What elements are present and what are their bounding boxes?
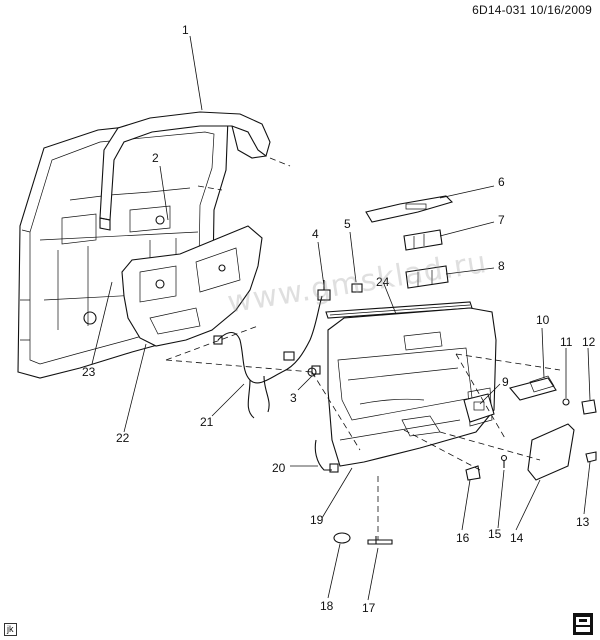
clip-13 (585, 451, 597, 463)
leader-lines (91, 35, 591, 601)
callout-19: 19 (310, 513, 324, 527)
callout-16: 16 (456, 531, 470, 545)
diagram-header: 6D14-031 10/16/2009 (472, 3, 592, 17)
grommet-16 (465, 465, 481, 481)
door-trim-panel (327, 307, 497, 467)
callout-10: 10 (536, 313, 550, 327)
wiring-harness (213, 295, 323, 419)
callout-15: 15 (488, 527, 502, 541)
nut-5 (351, 283, 363, 293)
diagram-date: 10/16/2009 (529, 3, 592, 17)
callout-numbers: 1 2 3 4 5 6 7 8 9 10 11 12 13 14 15 16 1… (82, 23, 596, 615)
callout-3: 3 (290, 391, 297, 405)
callout-12: 12 (582, 335, 596, 349)
callout-7: 7 (498, 213, 505, 227)
callout-18: 18 (320, 599, 334, 613)
door-wire-short (314, 439, 339, 473)
gm-logo-icon (573, 613, 593, 635)
bracket-17 (367, 536, 393, 545)
switch-bezel (365, 195, 454, 223)
retainer-15 (500, 454, 508, 468)
callout-4: 4 (312, 227, 319, 241)
door-frame (17, 117, 229, 379)
window-switch (403, 229, 443, 251)
corner-tag: jk (4, 623, 17, 636)
inside-handle (509, 375, 557, 401)
callout-8: 8 (498, 259, 505, 273)
lock-switch (405, 265, 449, 289)
callout-21: 21 (200, 415, 214, 429)
callout-5: 5 (344, 217, 351, 231)
alignment-lines (165, 157, 561, 540)
callout-24: 24 (376, 275, 390, 289)
callout-11: 11 (560, 335, 573, 349)
callout-13: 13 (576, 515, 590, 529)
callout-17: 17 (362, 601, 376, 615)
cap-12 (581, 399, 597, 415)
callout-22: 22 (116, 431, 130, 445)
callout-20: 20 (272, 461, 286, 475)
callout-9: 9 (502, 375, 509, 389)
window-frame-molding (99, 111, 271, 231)
callout-6: 6 (498, 175, 505, 189)
handle-housing (463, 393, 495, 423)
pull-cup-cover (527, 423, 575, 481)
screw-11 (562, 398, 570, 406)
retainer-18 (333, 532, 351, 544)
callout-1: 1 (182, 23, 189, 37)
callout-23: 23 (82, 365, 96, 379)
callout-2: 2 (152, 151, 159, 165)
diagram-code: 6D14-031 (472, 3, 527, 17)
water-deflector (121, 225, 263, 347)
callout-14: 14 (510, 531, 524, 545)
